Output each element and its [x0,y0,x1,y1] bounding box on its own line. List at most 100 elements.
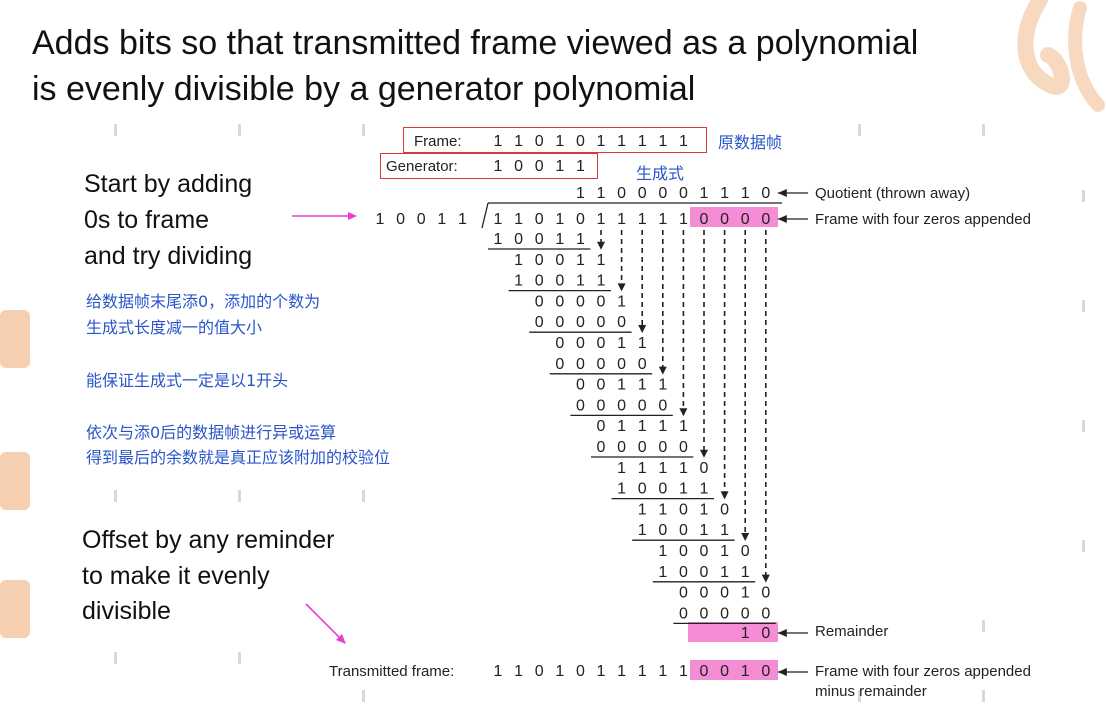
division-row-bit: 1 [720,522,729,539]
decorative-stamp-logo [0,310,30,368]
bg-dash [362,124,365,136]
decorative-stamp-logo [0,452,30,510]
frame-bit: 0 [576,133,585,150]
divisor-bit: 1 [437,211,446,228]
bg-dash [982,124,985,136]
division-row-bit: 1 [658,418,667,435]
division-row-bit: 0 [700,543,709,560]
division-row-bit: 1 [700,481,709,498]
division-row-bit: 1 [700,501,709,518]
frame-bit: 1 [679,133,688,150]
frame-bit: 1 [658,133,667,150]
division-row-bit: 0 [679,501,688,518]
bg-dash [238,652,241,664]
dividend-bit: 1 [617,211,626,228]
division-row-bit: 0 [576,356,585,373]
bg-dash [114,652,117,664]
division-row-bit: 0 [638,481,647,498]
bg-dash [1082,190,1085,202]
generator-bit: 0 [535,158,544,175]
transmitted-bit: 1 [679,663,688,680]
offset-pointer-arrow-head [336,634,346,644]
decorative-stamp-logo [0,580,30,638]
transmitted-note-line2: minus remainder [815,683,927,700]
division-row-bit: 0 [700,585,709,602]
division-row-bit: 1 [658,543,667,560]
generator-bit: 1 [576,158,585,175]
division-row-bit: 0 [576,314,585,331]
division-row-bit: 0 [597,356,606,373]
division-row-bit: 0 [720,605,729,622]
division-row-bit: 0 [700,605,709,622]
bg-dash [114,124,117,136]
division-bracket [481,202,489,229]
division-row-bit: 1 [494,231,503,248]
division-row-bit: 1 [597,273,606,290]
dividend-bit: 1 [555,211,564,228]
bg-dash [238,124,241,136]
divisor-bit: 1 [376,211,385,228]
cn-note-line5: 得到最后的余数就是真正应该附加的校验位 [86,448,391,467]
dividend-arrow-head [777,215,787,223]
quotient-bit: 0 [638,185,647,202]
division-row-bit: 0 [535,273,544,290]
division-row-bit: 0 [555,293,564,310]
division-row-bit: 0 [720,585,729,602]
transmitted-bit: 1 [638,663,647,680]
dividend-bit: 1 [679,211,688,228]
division-row-bit: 1 [658,377,667,394]
division-row-bit: 1 [576,231,585,248]
division-row-bit: 1 [617,418,626,435]
bg-dash [238,490,241,502]
division-row-bit: 0 [555,335,564,352]
bring-down-arrow-head [638,325,647,333]
transmitted-label: Transmitted frame: [329,663,455,680]
division-row-bit: 1 [514,252,523,269]
start-note-line2: 0s to frame [84,206,210,234]
division-row-bit: 0 [576,377,585,394]
division-row-bit: 0 [514,231,523,248]
division-row-bit: 0 [617,397,626,414]
bg-dash [1082,300,1085,312]
remainder-label: Remainder [815,623,889,640]
transmitted-bit: 0 [576,663,585,680]
division-row-bit: 0 [617,356,626,373]
division-row-bit: 1 [576,273,585,290]
bg-dash [114,490,117,502]
division-row-bit: 0 [617,439,626,456]
transmitted-suffix-bit: 0 [720,663,729,680]
division-row-bit: 0 [576,293,585,310]
generator-bit: 0 [514,158,523,175]
division-row-bit: 0 [576,335,585,352]
division-row-bit: 1 [720,564,729,581]
division-row-bit: 0 [679,605,688,622]
division-row-bit: 1 [514,273,523,290]
division-row-bit: 1 [658,460,667,477]
quotient-bit: 0 [679,185,688,202]
division-row-bit: 0 [617,314,626,331]
frame-bit: 1 [514,133,523,150]
appended-zero-bit: 0 [761,211,770,228]
frame-bit: 0 [535,133,544,150]
offset-note-line3: divisible [82,597,171,625]
division-row-bit: 1 [658,564,667,581]
cn-note-line2: 生成式长度减一的值大小 [86,318,263,337]
division-row-bit: 0 [597,314,606,331]
division-row-bit: 1 [638,418,647,435]
division-row-bit: 1 [617,460,626,477]
slide-title-line1: Adds bits so that transmitted frame view… [32,24,919,62]
start-note-line1: Start by adding [84,170,253,198]
division-row-bit: 0 [741,543,750,560]
appended-zero-bit: 0 [700,211,709,228]
quotient-arrow-head [777,189,787,197]
division-row-bit: 0 [555,356,564,373]
division-row-bit: 1 [638,335,647,352]
division-row-bit: 0 [658,522,667,539]
quotient-bit: 1 [597,185,606,202]
division-row-bit: 0 [597,293,606,310]
transmitted-bit: 1 [494,663,503,680]
division-row-bit: 0 [700,460,709,477]
transmitted-suffix-bit: 0 [700,663,709,680]
dividend-bit: 1 [638,211,647,228]
